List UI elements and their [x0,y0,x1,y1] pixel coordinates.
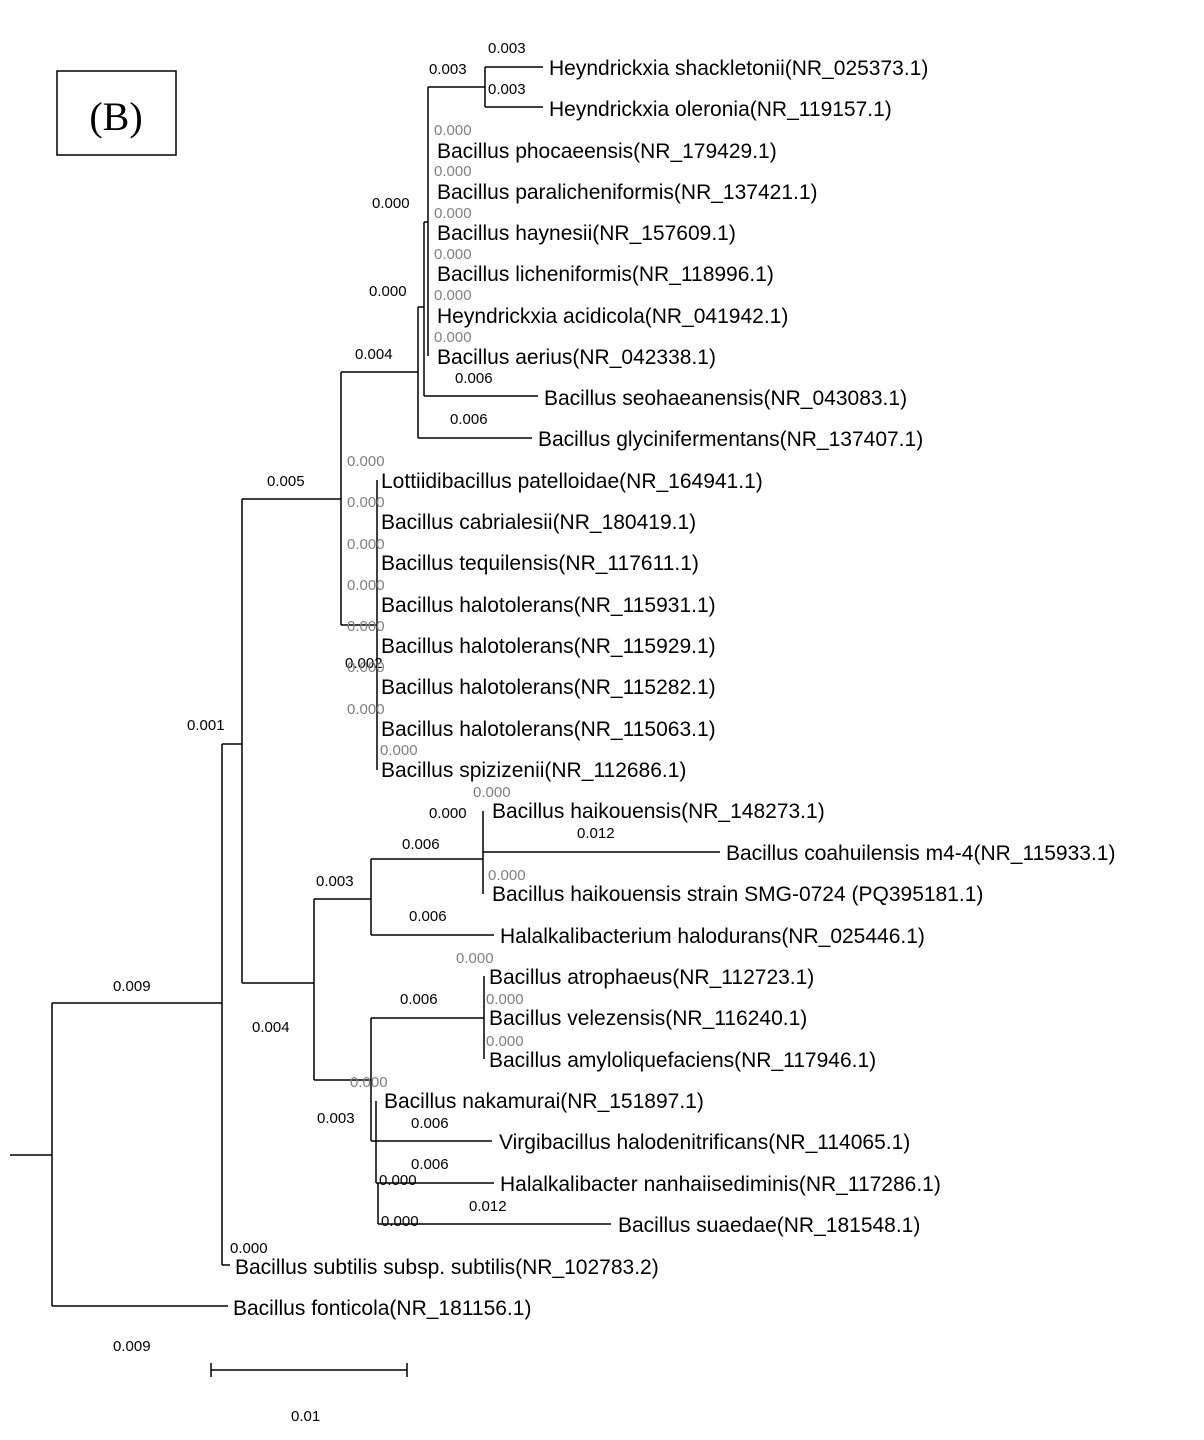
branch-length-label: 0.003 [488,40,526,57]
taxon-labels: Heyndrickxia shackletonii(NR_025373.1) H… [233,57,1115,1320]
branch-length-label: 0.000 [434,122,472,139]
branch-length-label: 0.003 [317,1110,355,1127]
tree-branches [10,66,720,1377]
taxon-label: Bacillus halotolerans(NR_115929.1) [381,635,716,658]
scale-bar-label: 0.01 [291,1408,320,1425]
branch-length-label: 0.000 [347,577,385,594]
branch-length-label: 0.006 [411,1156,449,1173]
taxon-label: Bacillus phocaeensis(NR_179429.1) [437,140,777,163]
branch-length-label: 0.000 [379,1172,417,1189]
taxon-label: Heyndrickxia oleronia(NR_119157.1) [549,98,892,121]
branch-length-label: 0.006 [450,411,488,428]
taxon-label: Bacillus halotolerans(NR_115063.1) [381,718,716,741]
taxon-label: Bacillus coahuilensis m4-4(NR_115933.1) [726,842,1115,865]
branch-length-label: 0.000 [369,283,407,300]
branch-length-label: 0.000 [347,494,385,511]
taxon-label: Bacillus glycinifermentans(NR_137407.1) [538,428,923,451]
taxon-label: Bacillus fonticola(NR_181156.1) [233,1297,531,1320]
branch-length-label: 0.000 [486,991,524,1008]
branch-length-label: 0.000 [347,453,385,470]
taxon-label: Halalkalibacterium halodurans(NR_025446.… [500,925,925,948]
branch-length-label: 0.000 [434,329,472,346]
taxon-label: Bacillus cabrialesii(NR_180419.1) [381,511,696,534]
branch-length-label: 0.006 [409,908,447,925]
taxon-label: Bacillus tequilensis(NR_117611.1) [381,552,699,575]
branch-length-label: 0.000 [372,195,410,212]
taxon-label: Bacillus paralicheniformis(NR_137421.1) [437,181,818,204]
branch-length-label: 0.002 [345,655,383,672]
branch-length-label: 0.004 [252,1019,290,1036]
taxon-label: Bacillus halotolerans(NR_115931.1) [381,594,716,617]
taxon-label: Bacillus aerius(NR_042338.1) [437,346,716,369]
branch-length-label: 0.000 [350,1074,388,1091]
branch-length-label: 0.006 [402,836,440,853]
taxon-label: Bacillus licheniformis(NR_118996.1) [437,263,774,286]
panel-label: (B) [89,94,142,139]
branch-length-label: 0.003 [429,61,467,78]
branch-length-label: 0.000 [486,1033,524,1050]
panel-label-box [56,70,177,156]
branch-length-label: 0.004 [355,346,393,363]
branch-length-label: 0.006 [455,370,493,387]
branch-length-label: 0.000 [429,805,467,822]
branch-length-label: 0.003 [316,873,354,890]
branch-length-label: 0.000 [434,246,472,263]
taxon-label: Bacillus atrophaeus(NR_112723.1) [489,966,814,989]
branch-length-label: 0.000 [347,659,385,676]
taxon-label: Bacillus haikouensis(NR_148273.1) [492,800,825,823]
taxon-label: Bacillus amyloliquefaciens(NR_117946.1) [489,1049,876,1072]
taxon-label: Heyndrickxia shackletonii(NR_025373.1) [549,57,928,80]
branch-length-label: 0.000 [381,1213,419,1230]
branch-length-label: 0.000 [380,742,418,759]
branch-length-label: 0.000 [347,701,385,718]
branch-length-label: 0.000 [456,950,494,967]
branch-length-label: 0.012 [577,825,615,842]
taxon-label: Bacillus seohaeanensis(NR_043083.1) [544,387,907,410]
branch-length-label: 0.000 [347,618,385,635]
branch-length-label: 0.000 [434,205,472,222]
branch-length-labels: 0.003 0.003 0.003 0.000 0.000 0.000 0.00… [113,40,615,1257]
branch-length-label: 0.000 [434,287,472,304]
taxon-label: Bacillus subtilis subsp. subtilis(NR_102… [235,1256,659,1279]
branch-length-label: 0.000 [347,536,385,553]
branch-length-label: 0.001 [187,717,225,734]
branch-length-label: 0.000 [488,867,526,884]
taxon-label: Bacillus nakamurai(NR_151897.1) [384,1090,704,1113]
taxon-label: Virgibacillus halodenitrificans(NR_11406… [499,1131,910,1154]
branch-length-label: 0.012 [469,1198,507,1215]
branch-length-label: 0.000 [230,1240,268,1257]
branch-length-label: 0.009 [113,978,151,995]
branch-length-label: 0.006 [400,991,438,1008]
branch-length-label: 0.000 [434,163,472,180]
branch-length-label: 0.005 [267,473,305,490]
taxon-label: Bacillus haikouensis strain SMG-0724 (PQ… [492,883,983,906]
taxon-label: Lottiidibacillus patelloidae(NR_164941.1… [381,470,763,493]
taxon-label: Bacillus spizizenii(NR_112686.1) [381,759,686,782]
taxon-label: Bacillus halotolerans(NR_115282.1) [381,676,716,699]
branch-length-label: 0.006 [411,1115,449,1132]
taxon-label: Bacillus velezensis(NR_116240.1) [489,1007,807,1030]
taxon-label: Halalkalibacter nanhaiisediminis(NR_1172… [500,1173,941,1196]
branch-length-label: 0.003 [488,81,526,98]
taxon-label: Bacillus suaedae(NR_181548.1) [618,1214,920,1237]
taxon-label: Heyndrickxia acidicola(NR_041942.1) [437,305,788,328]
branch-length-label: 0.000 [473,784,511,801]
taxon-label: Bacillus haynesii(NR_157609.1) [437,222,736,245]
scale-corner-value: 0.009 [113,1338,151,1355]
